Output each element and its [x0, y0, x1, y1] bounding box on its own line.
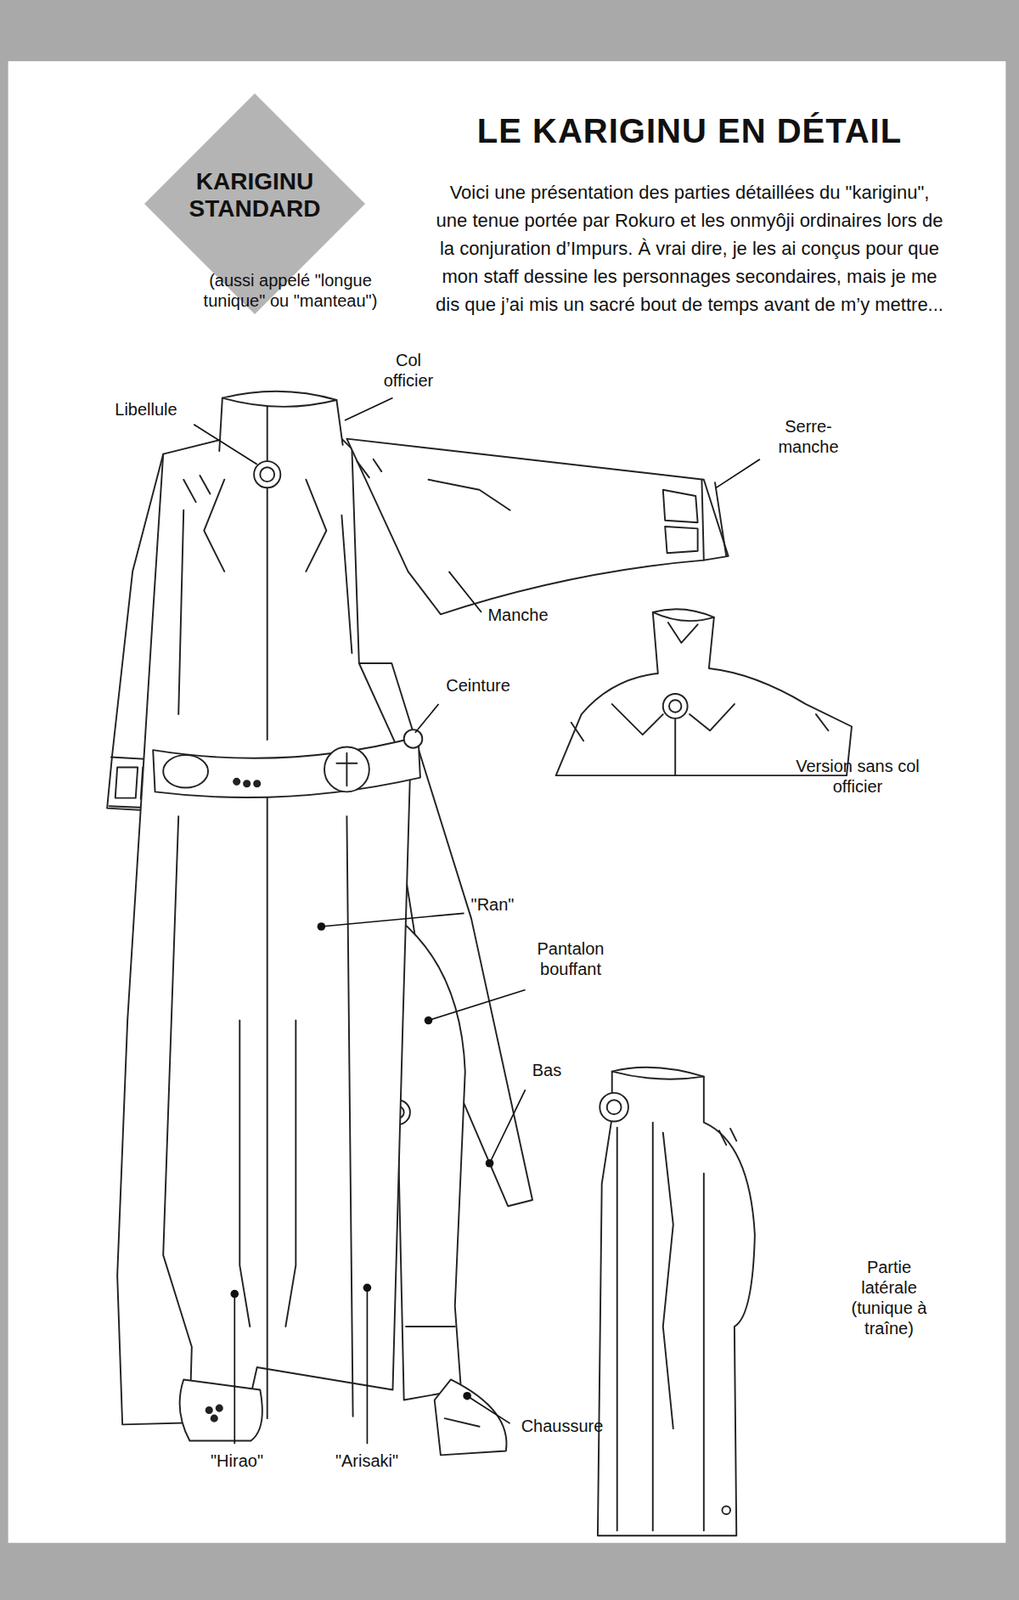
- leader-dots: [230, 922, 494, 1400]
- page-title: LE KARIGINU EN DÉTAIL: [477, 110, 902, 152]
- part-name: "Ran": [450, 894, 535, 915]
- intro-paragraph: Voici une présentation des parties détai…: [434, 178, 945, 319]
- part-name: Col officier: [369, 349, 448, 391]
- part-name: Libellule: [90, 399, 202, 420]
- part-name: "Hirao": [194, 1450, 280, 1471]
- variant-note: Version sans col officier: [793, 755, 922, 797]
- page-panel: [8, 61, 1007, 1543]
- subtitle-note: (aussi appelé "longue tunique" ou "mante…: [188, 270, 393, 311]
- part-name: Pantalon bouffant: [519, 938, 622, 980]
- part-name: Chaussure: [515, 1415, 609, 1436]
- part-name: Ceinture: [427, 675, 530, 696]
- part-name: Manche: [467, 604, 569, 625]
- part-name: Bas: [521, 1059, 573, 1081]
- side-view: [597, 1067, 755, 1537]
- part-name: Partie latérale (tunique à traîne): [838, 1256, 940, 1339]
- diamond-heading: KARIGINU STANDARD: [169, 168, 340, 223]
- part-name: Serre-manche: [772, 416, 845, 457]
- part-name: "Arisaki": [320, 1450, 414, 1471]
- collarless-torso: [556, 608, 852, 776]
- leader-lines: [193, 398, 761, 1445]
